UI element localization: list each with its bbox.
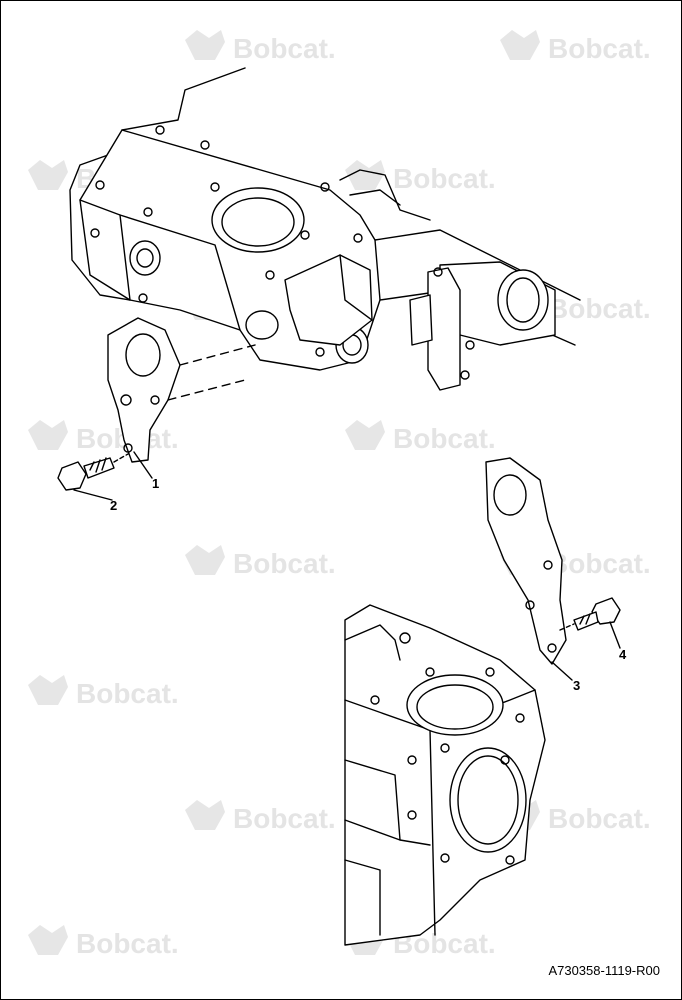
lifting-bracket-1: [107, 317, 256, 463]
watermark: Bobcat.: [185, 545, 336, 579]
lifting-bracket-3: [485, 457, 567, 665]
bobcat-logo-icon: [28, 675, 68, 705]
callout-2: 2: [110, 498, 117, 513]
watermark-text: Bobcat.: [76, 928, 179, 959]
watermark: Bobcat.: [345, 160, 496, 194]
bobcat-logo-icon: [345, 160, 385, 190]
watermark: Bobcat.: [28, 420, 179, 454]
watermark: Bobcat.: [500, 30, 651, 64]
bobcat-logo-icon: [185, 545, 225, 575]
watermark-text: Bobcat.: [233, 33, 336, 64]
watermark-text: Bobcat.: [233, 803, 336, 834]
watermark-text: Bobcat.: [76, 678, 179, 709]
bobcat-logo-icon: [185, 800, 225, 830]
watermark: Bobcat.: [185, 30, 336, 64]
watermark: Bobcat.: [28, 925, 179, 959]
bobcat-logo-icon: [28, 925, 68, 955]
callout-4: 4: [619, 647, 627, 662]
watermark-text: Bobcat.: [548, 803, 651, 834]
watermark-text: Bobcat.: [233, 548, 336, 579]
bobcat-logo-icon: [345, 420, 385, 450]
watermark: Bobcat.: [345, 420, 496, 454]
bobcat-logo-icon: [185, 30, 225, 60]
lower-engine-block: [344, 604, 546, 946]
leader-lines: [73, 451, 621, 681]
bobcat-logo-icon: [28, 160, 68, 190]
bobcat-logo-icon: [500, 30, 540, 60]
watermark-text: Bobcat.: [393, 423, 496, 454]
upper-engine-block: [69, 67, 581, 391]
bolt-4: [559, 597, 621, 631]
bolt-2: [57, 453, 129, 491]
watermark-text: Bobcat.: [548, 293, 651, 324]
watermark-text: Bobcat.: [548, 548, 651, 579]
watermark-text: Bobcat.: [393, 163, 496, 194]
watermark-text: Bobcat.: [548, 33, 651, 64]
document-id: A730358-1119-R00: [548, 963, 660, 978]
bobcat-logo-icon: [28, 420, 68, 450]
callout-1: 1: [152, 476, 159, 491]
callout-3: 3: [573, 678, 580, 693]
watermark: Bobcat.: [185, 800, 336, 834]
watermark: Bobcat.: [28, 675, 179, 709]
